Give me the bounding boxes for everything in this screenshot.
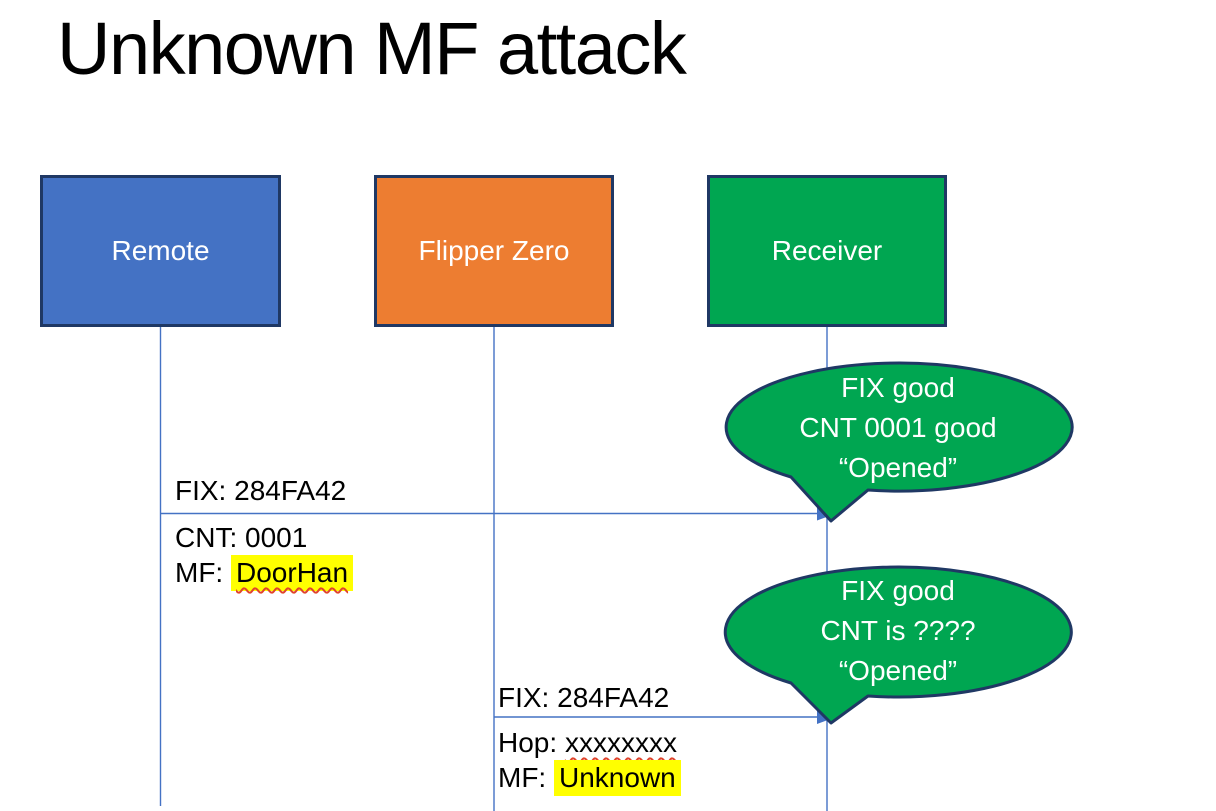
actor-receiver-label: Receiver [771, 235, 883, 266]
callout-2-text: FIX good CNT is ???? “Opened” [733, 571, 1063, 691]
actor-remote: Remote [40, 175, 281, 327]
callout-bubble-2 [723, 565, 1073, 725]
message-2-mf-value-highlight: Unknown [554, 760, 681, 796]
message-1-fix-label: FIX: 284FA42 [175, 475, 347, 506]
actor-flipper-zero: Flipper Zero [374, 175, 614, 327]
callout-1-line-1: FIX good [841, 372, 955, 403]
message-1-details: CNT: 0001 MF: DoorHan [175, 520, 354, 591]
callout-2-line-2: CNT is ???? [820, 615, 976, 646]
callout-1-text: FIX good CNT 0001 good “Opened” [733, 368, 1063, 488]
slide-title: Unknown MF attack [57, 7, 687, 90]
message-2-hop-label: Hop: xxxxxxxx [498, 725, 681, 760]
callout-2-line-1: FIX good [841, 575, 955, 606]
callout-2-line-3: “Opened” [838, 655, 958, 686]
callout-1-line-3: “Opened” [838, 452, 958, 483]
message-1-mf-value-highlight: DoorHan [231, 555, 354, 591]
actor-receiver: Receiver [707, 175, 947, 327]
message-1-mf-prefix: MF: [175, 557, 231, 588]
message-1-mf-label: MF: DoorHan [175, 555, 354, 591]
message-2-hop-prefix: Hop: [498, 727, 565, 758]
callout-1-line-2: CNT 0001 good [799, 412, 997, 443]
actor-remote-label: Remote [111, 235, 210, 266]
actor-flipper-zero-label: Flipper Zero [418, 235, 570, 266]
message-2-details: Hop: xxxxxxxx MF: Unknown [498, 725, 681, 796]
message-1-cnt-label: CNT: 0001 [175, 522, 308, 553]
message-2-fix-label: FIX: 284FA42 [498, 682, 670, 713]
callout-bubble-1 [724, 361, 1074, 523]
message-2-mf-prefix: MF: [498, 762, 554, 793]
message-2-mf-label: MF: Unknown [498, 760, 681, 796]
message-2-hop-value: xxxxxxxx [564, 727, 677, 758]
